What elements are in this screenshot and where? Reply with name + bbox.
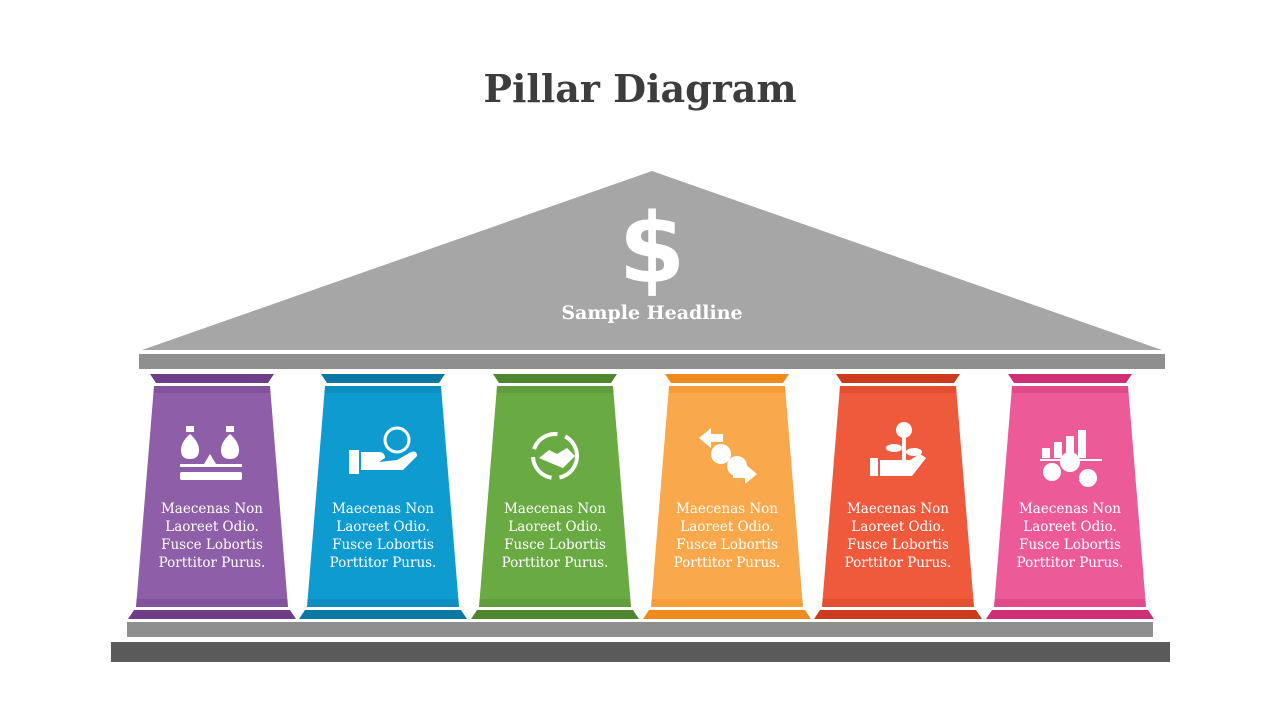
pillar-1	[128, 374, 296, 619]
pillar-base	[643, 610, 811, 619]
pillar-text-line: Porttitor Purus.	[844, 555, 952, 571]
pillar-text-line: Laoreet Odio.	[336, 519, 430, 535]
pillar-text-line: Fusce Lobortis	[676, 537, 778, 553]
pillar-shaft-band	[496, 386, 614, 393]
pillar-2	[299, 374, 467, 619]
pillar-shaft-band	[822, 599, 974, 607]
pillar-shaft	[994, 386, 1146, 607]
page-title: Pillar Diagram	[483, 66, 797, 111]
pillar-shaft	[307, 386, 459, 607]
pillar-shaft-band	[307, 599, 459, 607]
pillar-text-line: Laoreet Odio.	[508, 519, 602, 535]
pillar-base	[814, 610, 982, 619]
pillar-text-line: Laoreet Odio.	[165, 519, 259, 535]
handshake-cycle-icon	[531, 432, 579, 480]
pillar-base	[299, 610, 467, 619]
pillar-text-line: Maecenas Non	[675, 501, 778, 517]
pillar-text-line: Porttitor Purus.	[673, 555, 781, 571]
money-plant-hand-icon	[870, 422, 926, 476]
roof-headline: Sample Headline	[561, 302, 743, 324]
pillar-base	[128, 610, 296, 619]
pillar-text-line: Fusce Lobortis	[1019, 537, 1121, 553]
pillar-text-line: Porttitor Purus.	[1016, 555, 1124, 571]
pillar-5	[814, 374, 982, 619]
pillar-shaft-band	[136, 599, 288, 607]
pillar-base	[986, 610, 1154, 619]
pillar-shaft-band	[994, 599, 1146, 607]
money-bags-scale-icon	[180, 426, 242, 480]
pillar-shaft-band	[153, 386, 271, 393]
currency-growth-chart-icon	[1040, 430, 1102, 487]
pillar-base	[471, 610, 639, 619]
pillar-shaft	[479, 386, 631, 607]
base-ground	[111, 642, 1170, 662]
pillar-shaft-band	[668, 386, 786, 393]
pillar-capital	[665, 374, 789, 383]
pillar-text-line: Laoreet Odio.	[680, 519, 774, 535]
currency-exchange-icon	[699, 428, 757, 484]
pillar-3	[471, 374, 639, 619]
pillar-capital	[493, 374, 617, 383]
pillar-text-line: Maecenas Non	[160, 501, 263, 517]
pillar-text-line: Fusce Lobortis	[332, 537, 434, 553]
pillar-text-line: Maecenas Non	[503, 501, 606, 517]
pillar-shaft	[136, 386, 288, 607]
pillar-capital	[150, 374, 274, 383]
pillar-text-line: Fusce Lobortis	[161, 537, 263, 553]
hand-coin-icon	[349, 426, 417, 474]
pillar-shaft	[822, 386, 974, 607]
pillar-text-line: Porttitor Purus.	[329, 555, 437, 571]
pillar-shaft-band	[839, 386, 957, 393]
pillar-6	[986, 374, 1154, 619]
roof-beam	[139, 354, 1165, 369]
roof	[142, 171, 1162, 350]
pillar-text-line: Fusce Lobortis	[847, 537, 949, 553]
pillar-shaft-band	[479, 599, 631, 607]
pillar-capital	[836, 374, 960, 383]
pillar-capital	[321, 374, 445, 383]
pillar-text-line: Laoreet Odio.	[851, 519, 945, 535]
svg-text:$: $	[619, 193, 686, 305]
pillar-shaft-band	[324, 386, 442, 393]
dollar-icon: $	[619, 193, 686, 305]
pillar-text-line: Maecenas Non	[846, 501, 949, 517]
pillars-group	[128, 374, 1154, 619]
pillar-text-line: Laoreet Odio.	[1023, 519, 1117, 535]
pillar-shaft-band	[651, 599, 803, 607]
pillar-text-line: Maecenas Non	[1018, 501, 1121, 517]
pillar-text-line: Maecenas Non	[331, 501, 434, 517]
pillar-text-line: Porttitor Purus.	[501, 555, 609, 571]
pillar-text-line: Porttitor Purus.	[158, 555, 266, 571]
pillar-shaft-band	[1011, 386, 1129, 393]
pillar-text-line: Fusce Lobortis	[504, 537, 606, 553]
pillar-4	[643, 374, 811, 619]
pillar-shaft	[651, 386, 803, 607]
base-step	[127, 622, 1153, 637]
pillar-capital	[1008, 374, 1132, 383]
